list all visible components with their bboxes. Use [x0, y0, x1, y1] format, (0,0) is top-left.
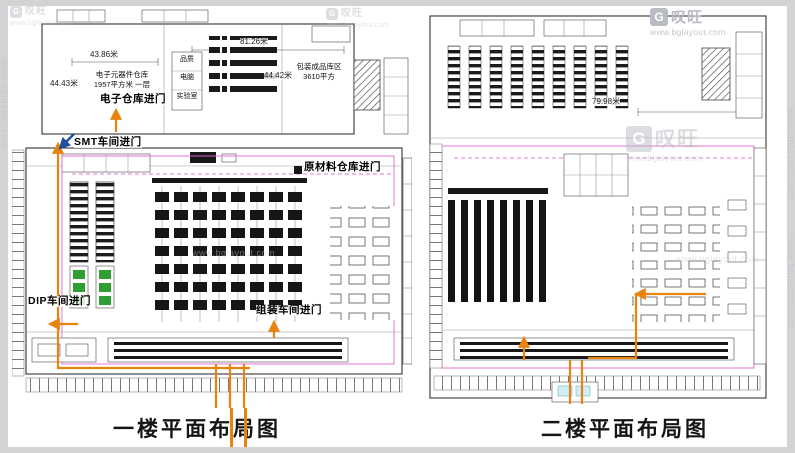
- bglayout-logo-icon-tl: G: [10, 6, 22, 18]
- room-label-lab-row3: 实验室: [176, 93, 198, 100]
- watermark-right-edge-2: www.bglayout.com: [786, 238, 795, 330]
- flow-path-orange-2f: [517, 287, 706, 404]
- top-right-structures-2f: [637, 31, 763, 119]
- smt-lines: [69, 181, 115, 309]
- room-label-packaging: 包装成品库区 3610平方: [296, 62, 342, 81]
- bglayout-watermark-logo-faint: G 叹旺 www.bglayout.com: [626, 126, 702, 163]
- entrance-label-raw-material: 原材料仓库进门: [304, 161, 381, 174]
- floorplan-1f-drawing: [12, 9, 412, 408]
- storage-racks-2f: [447, 45, 629, 109]
- bglayout-brand-text-p1: 叹旺: [341, 8, 363, 19]
- caption-floor1: 一楼平面布局图: [113, 418, 281, 441]
- room-label-electronics-warehouse: 电子元器件仓库 1957平方米 一层: [93, 70, 151, 89]
- entrance-label-assembly: 组装车间进门: [256, 304, 322, 317]
- bglayout-brand-text-faint: 叹旺: [655, 127, 699, 151]
- bglayout-logo-icon: G: [650, 8, 668, 26]
- caption-floor2: 二楼平面布局图: [541, 418, 709, 441]
- room-label-lab-row2: 电脑: [180, 74, 194, 81]
- bglayout-watermark-plan1: G 叹旺 www.bglayout.com: [326, 8, 389, 29]
- smt-direction-arrow: [58, 133, 75, 150]
- watermark-url-plan2: www.bglayout.com: [676, 254, 760, 264]
- parking-strips: [12, 149, 403, 393]
- floorplan-first-floor: 43.86米 44.43米 81.26米 44.42米 电子元器件仓库 1957…: [12, 8, 412, 408]
- bglayout-url-text: www.bglayout.com: [650, 27, 726, 37]
- bglayout-logo-icon-faint: G: [626, 126, 652, 152]
- production-lines: [152, 178, 307, 323]
- bglayout-watermark-logo: G 叹旺 www.bglayout.com: [650, 8, 726, 37]
- flow-exit-line-1: [230, 408, 233, 447]
- warehouse-block: [41, 23, 409, 135]
- dimension-height-right: 44.42米: [264, 71, 293, 80]
- watermark-right-edge-1: www.bglayout.com: [786, 108, 795, 200]
- dimension-width-left: 43.86米: [90, 50, 119, 59]
- bglayout-logo-icon-p1: G: [326, 8, 338, 20]
- dimension-width-top: 81.26米: [240, 37, 269, 46]
- entrance-label-electronics: 电子仓库进门: [100, 93, 166, 106]
- bglayout-watermark-topleft: G 叹旺 www.bglayout.com: [10, 6, 73, 27]
- room-label-lab-row1: 品质: [180, 56, 194, 63]
- watermark-url-plan1: www.bglayout.com: [192, 248, 276, 258]
- watermark-left-edge: www.bglayout.com: [0, 58, 10, 150]
- top-annex-rooms: [56, 9, 209, 23]
- bglayout-brand-text: 叹旺: [671, 8, 704, 26]
- floorplan-2f-drawing: [429, 15, 767, 404]
- production-hall: [25, 147, 412, 375]
- drawing-canvas: 43.86米 44.43米 81.26米 44.42米 电子元器件仓库 1957…: [8, 6, 787, 447]
- work-tables-2f: [632, 200, 720, 322]
- warehouse-racks: [209, 36, 277, 99]
- flow-path-orange-1f: [47, 107, 281, 408]
- entrance-label-dip: DIP车间进门: [28, 295, 92, 308]
- entrance-label-smt: SMT车间进门: [74, 136, 142, 149]
- work-tables: [330, 206, 396, 320]
- bglayout-url-text-tl: www.bglayout.com: [10, 20, 74, 27]
- flow-exit-line-2: [244, 408, 247, 447]
- floorplan-second-floor: 79.98米: [424, 8, 774, 408]
- bglayout-url-text-faint: www.bglayout.com: [626, 153, 702, 163]
- dimension-height-left: 44.43米: [50, 79, 79, 88]
- middle-area-2f: [441, 145, 755, 369]
- raw-material-door: [294, 166, 302, 174]
- assembly-conveyors: [31, 337, 349, 363]
- hatched-annex: [353, 59, 381, 111]
- dimension-width-2f: 79.98米: [592, 97, 621, 106]
- bglayout-brand-text-tl: 叹旺: [25, 6, 47, 17]
- bglayout-url-text-p1: www.bglayout.com: [326, 22, 390, 29]
